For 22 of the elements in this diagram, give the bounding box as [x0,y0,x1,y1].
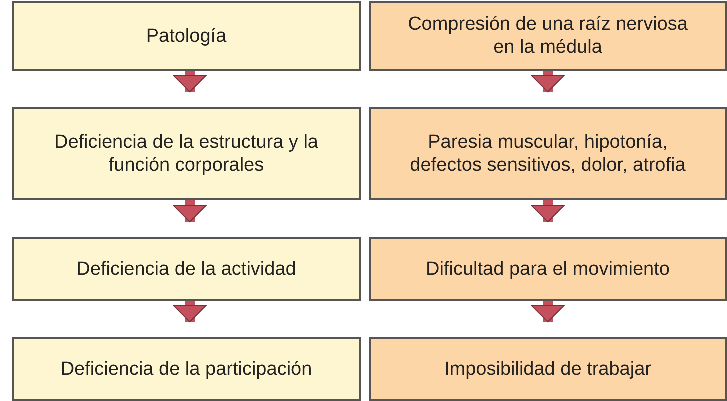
box-label: Paresia muscular, hipotonía, defectos sensitivos, dolor, atrofia [409,130,687,176]
box-label: Deficiencia de la participación [60,358,312,380]
process-box [12,237,361,301]
arrow [532,301,564,322]
box-label: Patología [146,24,227,48]
process-box [369,107,727,200]
arrow [174,301,206,322]
box-label: Deficiencia de la actividad [76,258,296,280]
box-label: Dificultad para el movimiento [426,258,670,280]
box-label: Deficiencia de la estructura y la función corporales [53,130,320,176]
process-box [369,237,727,301]
box-label: Imposibilidad de trabajar [444,358,652,380]
arrow [532,71,564,92]
arrow [174,71,206,92]
process-box [12,337,361,401]
process-box [12,107,361,200]
process-box [12,1,361,71]
box-label: Compresión de una raíz nerviosa en la médula [407,13,689,59]
arrow [174,200,206,222]
arrow [532,200,564,222]
process-box [369,1,727,71]
process-box [369,337,727,401]
